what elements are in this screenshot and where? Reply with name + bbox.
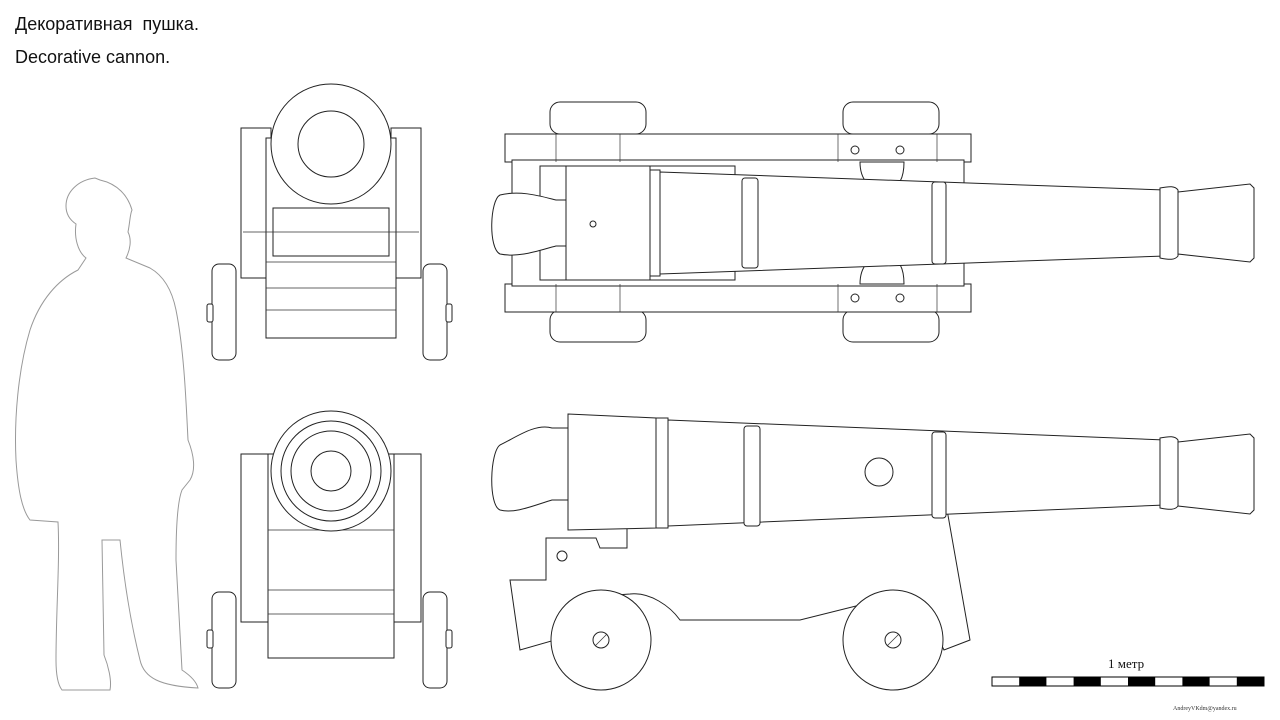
top-view: [491, 101, 1255, 343]
scale-segment: [1128, 677, 1156, 686]
title-english: Decorative cannon.: [15, 47, 171, 67]
scale-bar-label: 1 метр: [1108, 656, 1145, 671]
side-view: [491, 413, 1255, 691]
title-russian: Декоративная пушка.: [15, 14, 199, 34]
author-credit: AndreyVKdm@yandex.ru: [1173, 706, 1237, 712]
scale-segment: [1019, 677, 1047, 686]
scale-segment: [1182, 677, 1210, 686]
scale-segment: [1073, 677, 1101, 686]
front-view-bottom: [206, 410, 453, 689]
human-silhouette: [15, 177, 199, 691]
scale-segment: [1236, 677, 1264, 686]
scale-bar: [991, 676, 1265, 687]
front-view-top: [206, 83, 453, 361]
